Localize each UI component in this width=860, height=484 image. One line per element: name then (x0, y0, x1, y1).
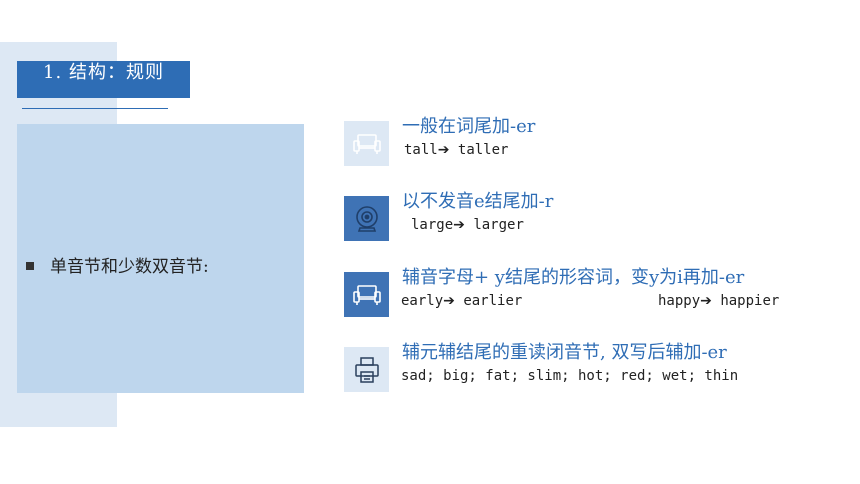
example-comparative-word: happier (720, 293, 780, 309)
rule-icon-tile (344, 121, 389, 166)
rule-item-2: 以不发音e结尾加-r large➔ larger (344, 191, 844, 244)
printer-icon (354, 356, 379, 383)
sofa-icon (352, 133, 381, 154)
webcam-icon (355, 205, 378, 232)
main-panel (17, 124, 304, 393)
example-pair: tall➔ taller (404, 142, 508, 158)
example-comparative-word: taller (457, 142, 509, 158)
example-pair: large➔ larger (411, 217, 524, 233)
example-base-word: happy (658, 293, 701, 309)
rule-title: 辅元辅结尾的重读闭音节, 双写后辅加-er (402, 342, 727, 363)
arrow-right-icon: ➔ (453, 217, 465, 233)
rule-icon-tile (344, 196, 389, 241)
rule-icon-tile (344, 272, 389, 317)
rule-title: 一般在词尾加-er (402, 116, 536, 137)
example-word-list: sad; big; fat; slim; hot; red; wet; thin (401, 368, 739, 384)
arrow-right-icon: ➔ (437, 142, 450, 158)
arrow-right-icon: ➔ (700, 293, 712, 309)
bullet-square (26, 262, 34, 270)
rule-item-1: 一般在词尾加-er tall➔ taller (344, 116, 844, 169)
arrow-right-icon: ➔ (443, 293, 455, 309)
example-base-word: tall (404, 142, 438, 158)
title-underline (22, 108, 168, 109)
sofa-icon (352, 284, 381, 305)
example-comparative-word: earlier (463, 293, 523, 309)
example-pair: early➔ earlier (401, 293, 522, 309)
example-comparative-word: larger (473, 217, 524, 233)
rule-item-3: 辅音字母+ y结尾的形容词，变y为i再加-er early➔ earlier h… (344, 267, 844, 320)
rule-item-4: 辅元辅结尾的重读闭音节, 双写后辅加-er sad; big; fat; sli… (344, 342, 844, 395)
section-title-text: 1. 结构：规则 (43, 62, 164, 83)
rule-title: 辅音字母+ y结尾的形容词，变y为i再加-er (402, 267, 745, 288)
rule-icon-tile (344, 347, 389, 392)
example-pair: happy➔ happier (658, 293, 779, 309)
rule-title: 以不发音e结尾加-r (402, 191, 554, 212)
example-base-word: large (411, 217, 454, 233)
example-base-word: early (401, 293, 444, 309)
main-bullet-text: 单音节和少数双音节: (50, 257, 209, 277)
section-title: 1. 结构：规则 (17, 61, 190, 98)
